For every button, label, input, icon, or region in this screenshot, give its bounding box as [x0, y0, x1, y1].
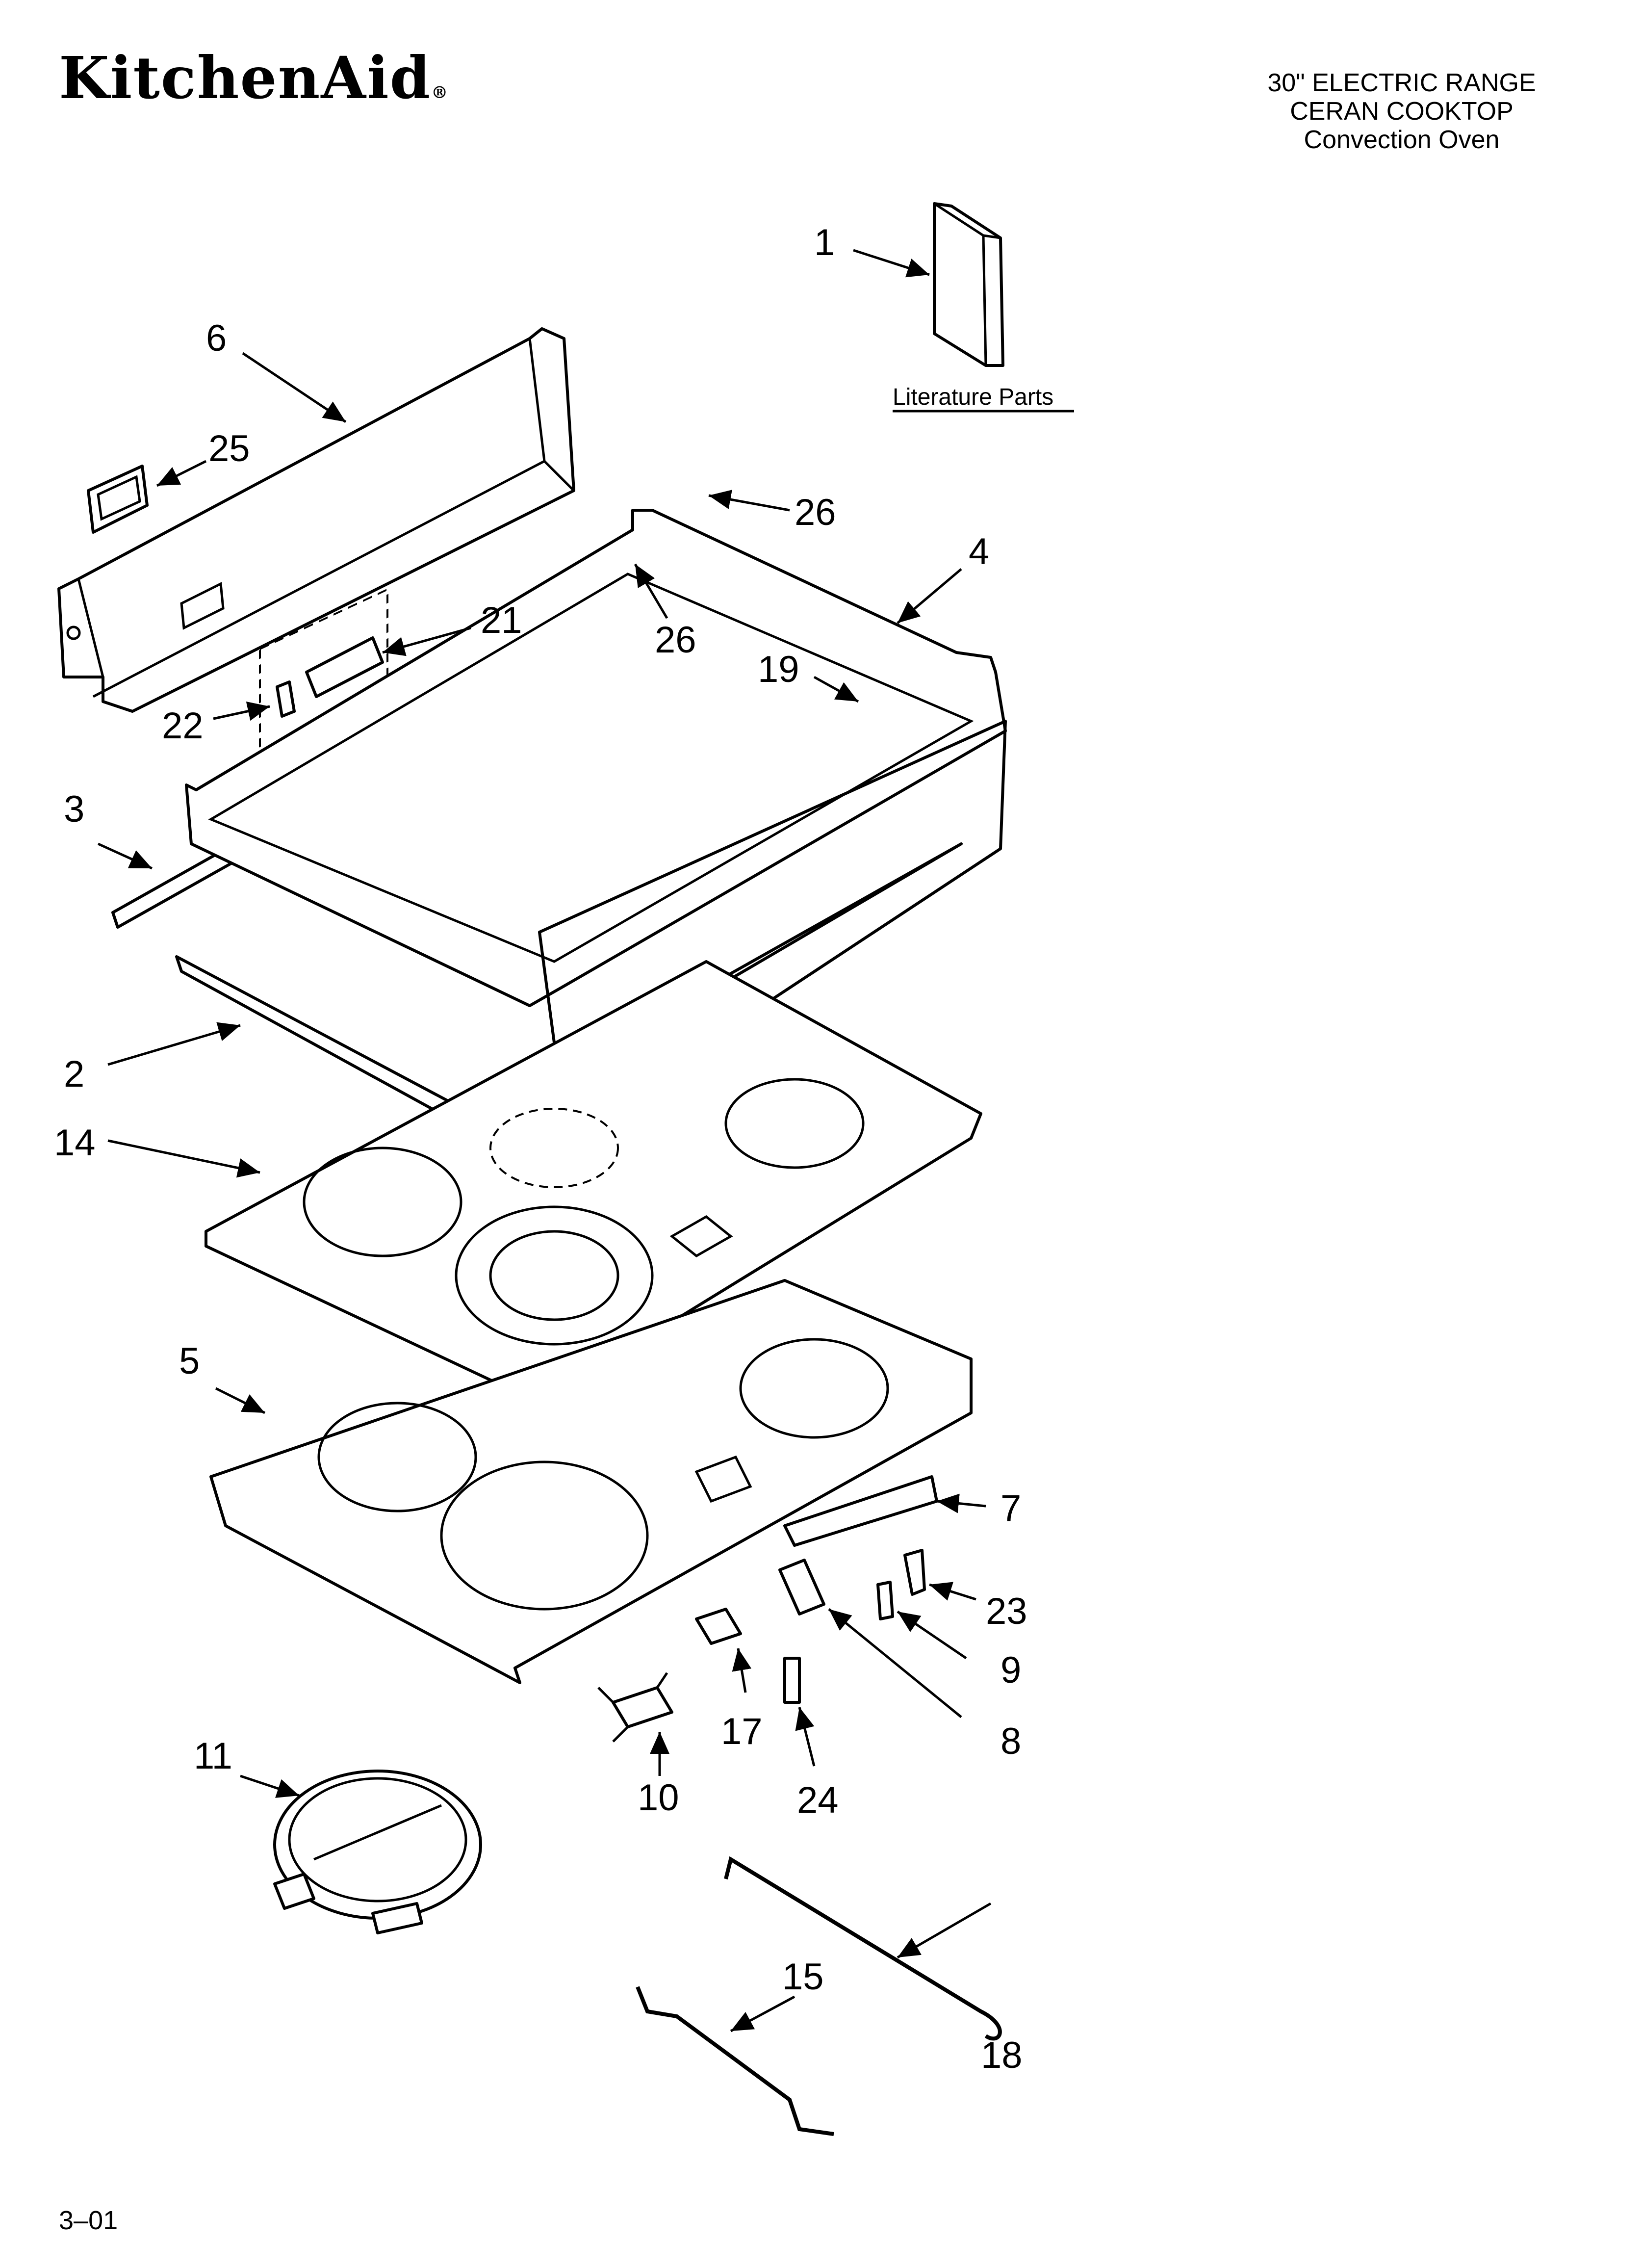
callout-25: 25: [208, 428, 250, 469]
literature-booklet: Literature Parts: [893, 202, 1074, 413]
burner-support-box: [209, 1279, 973, 1684]
callout-6: 6: [206, 317, 227, 359]
callout-22: 22: [162, 705, 204, 747]
leader-arrows: [97, 249, 992, 2033]
nameplate-badge: [87, 465, 149, 534]
title-line-3: Convection Oven: [1304, 126, 1500, 154]
callout-10: 10: [638, 1777, 679, 1819]
callout-2: 2: [64, 1053, 84, 1095]
wire-rod-18: [724, 1856, 1002, 2041]
literature-parts-label: Literature Parts: [893, 384, 1053, 410]
callout-3: 3: [64, 788, 84, 830]
callout-24: 24: [797, 1779, 839, 1821]
callout-8: 8: [1001, 1721, 1021, 1762]
nut-17: [695, 1608, 742, 1645]
title-line-1: 30" ELECTRIC RANGE: [1267, 69, 1536, 97]
callout-26-top: 26: [795, 492, 836, 533]
callout-4: 4: [969, 531, 989, 573]
callout-14: 14: [54, 1122, 96, 1164]
ceran-glass-cooktop: [205, 960, 982, 1405]
radiant-surface-element: [273, 1770, 482, 1934]
wire-rod-15: [636, 1986, 834, 2136]
terminal-block: [597, 1672, 673, 1743]
control-panel-backguard: [57, 327, 575, 713]
brand-logo: KitchenAid®: [59, 44, 449, 112]
revision-code: 3–01: [59, 2206, 118, 2235]
bolt-9: [876, 1581, 894, 1620]
callout-23: 23: [986, 1590, 1027, 1632]
callout-9: 9: [1001, 1649, 1021, 1691]
callout-26-bottom: 26: [655, 619, 696, 661]
clip-8: [778, 1559, 825, 1616]
callout-19: 19: [758, 649, 799, 690]
callout-11: 11: [194, 1735, 232, 1777]
callout-7: 7: [1001, 1487, 1021, 1529]
title-line-2: CERAN COOKTOP: [1290, 97, 1514, 126]
callout-17: 17: [721, 1711, 763, 1752]
callout-21: 21: [481, 600, 522, 641]
screw-24: [783, 1657, 801, 1704]
document-title: 30" ELECTRIC RANGE CERAN COOKTOP Convect…: [1230, 69, 1573, 154]
switch-housing: [259, 588, 388, 793]
screw-23: [903, 1549, 926, 1596]
callout-1: 1: [814, 222, 835, 263]
callout-15: 15: [782, 1956, 824, 1998]
callout-18: 18: [981, 2034, 1023, 2076]
callout-5: 5: [179, 1340, 200, 1382]
